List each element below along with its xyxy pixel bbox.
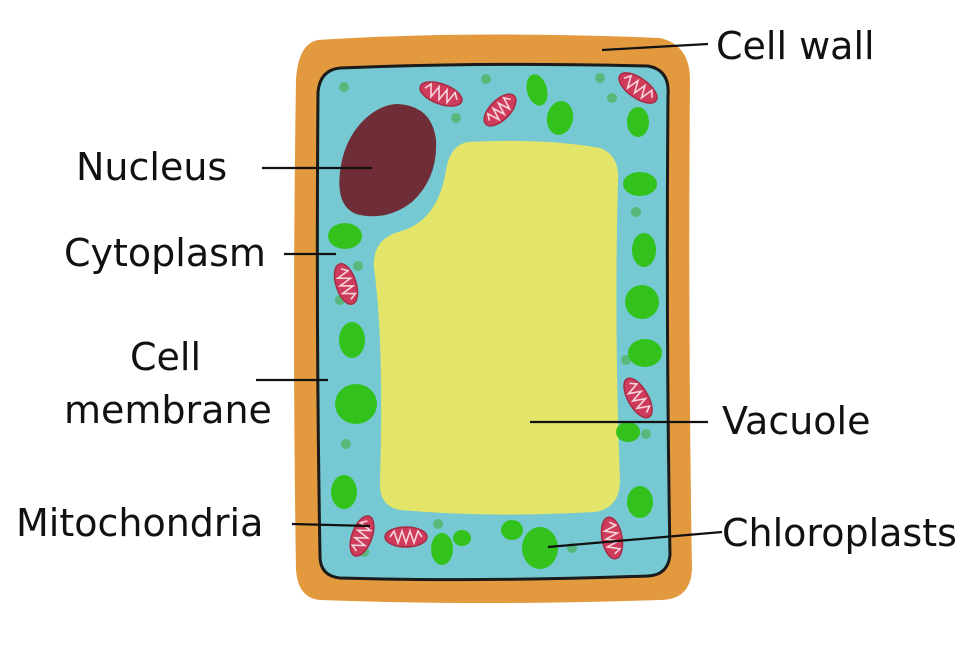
cytoplasm-granule — [621, 355, 631, 365]
cytoplasm-granule — [339, 82, 349, 92]
label-cell-membrane-line1: Cell — [130, 335, 201, 379]
chloroplast — [453, 530, 471, 546]
label-mitochondria: Mitochondria — [16, 501, 263, 545]
cytoplasm-granule — [433, 519, 443, 529]
mitochondrion — [384, 526, 428, 548]
chloroplast — [328, 223, 362, 249]
mitochondrion — [483, 93, 517, 127]
chloroplast — [335, 384, 377, 424]
chloroplast — [331, 475, 357, 509]
cytoplasm-granule — [451, 113, 461, 123]
cytoplasm-granule — [631, 207, 641, 217]
cytoplasm-granule — [481, 74, 491, 84]
label-vacuole: Vacuole — [722, 399, 871, 443]
cytoplasm-granule — [353, 261, 363, 271]
mitochondrion — [419, 81, 463, 107]
cell-wall-leader — [601, 42, 709, 52]
mitochondrion — [618, 72, 658, 104]
chloroplast — [339, 322, 365, 358]
chloroplast — [628, 339, 662, 367]
chloroplast — [632, 233, 656, 267]
mitochondria-group — [333, 72, 658, 560]
chloroplast — [623, 172, 657, 196]
label-nucleus: Nucleus — [76, 145, 227, 189]
mitochondrion — [333, 263, 359, 305]
chloroplasts-group — [328, 74, 662, 569]
chloroplast — [526, 74, 548, 106]
chloroplasts-leader — [547, 530, 723, 549]
label-cytoplasm: Cytoplasm — [64, 231, 266, 275]
chloroplast — [627, 486, 653, 518]
chloroplast — [616, 422, 640, 442]
cytoplasm-granule — [595, 73, 605, 83]
label-chloroplasts: Chloroplasts — [722, 511, 957, 555]
nucleus — [339, 104, 437, 217]
chloroplast — [625, 285, 659, 319]
cytoplasm-granule — [341, 439, 351, 449]
mitochondria-leader — [291, 522, 371, 528]
chloroplast — [431, 533, 453, 565]
mitochondrion — [623, 377, 653, 419]
label-cell-wall: Cell wall — [716, 24, 875, 68]
chloroplast — [546, 101, 574, 135]
cytoplasm-granule — [641, 429, 651, 439]
chloroplast — [522, 527, 558, 569]
chloroplast — [627, 107, 649, 137]
cytoplasm-granule — [607, 93, 617, 103]
mitochondrion — [600, 516, 624, 560]
chloroplast — [501, 520, 523, 540]
label-cell-membrane-line2: membrane — [64, 388, 272, 432]
